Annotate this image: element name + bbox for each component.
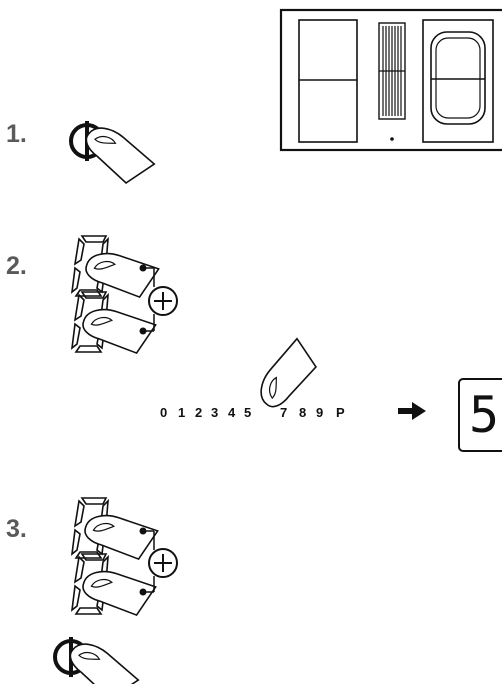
power-level-label: 9 xyxy=(316,405,323,420)
power-level-label: 4 xyxy=(228,405,236,420)
power-level-label: 2 xyxy=(195,405,202,420)
finger-icon xyxy=(253,333,325,418)
plus-connector xyxy=(139,527,155,596)
power-level-label: 7 xyxy=(280,405,287,420)
plus-connector xyxy=(139,264,155,335)
power-level-label: 5 xyxy=(244,405,251,420)
cooktop-panel-diagram xyxy=(279,8,502,152)
level-display: 5 xyxy=(458,378,502,452)
right-arrow-icon xyxy=(398,402,426,420)
step-2-number: 2. xyxy=(6,252,27,280)
plus-icon xyxy=(148,548,178,578)
power-level-label: 0 xyxy=(160,405,167,420)
step-1-number: 1. xyxy=(6,120,27,148)
step-3-number: 3. xyxy=(6,515,27,543)
power-level-label: 3 xyxy=(211,405,218,420)
power-level-label: P xyxy=(336,405,345,420)
power-level-label: 1 xyxy=(178,405,185,420)
power-level-label: 8 xyxy=(299,405,306,420)
plus-icon xyxy=(148,286,178,316)
level-display-digit: 5 xyxy=(469,386,499,444)
